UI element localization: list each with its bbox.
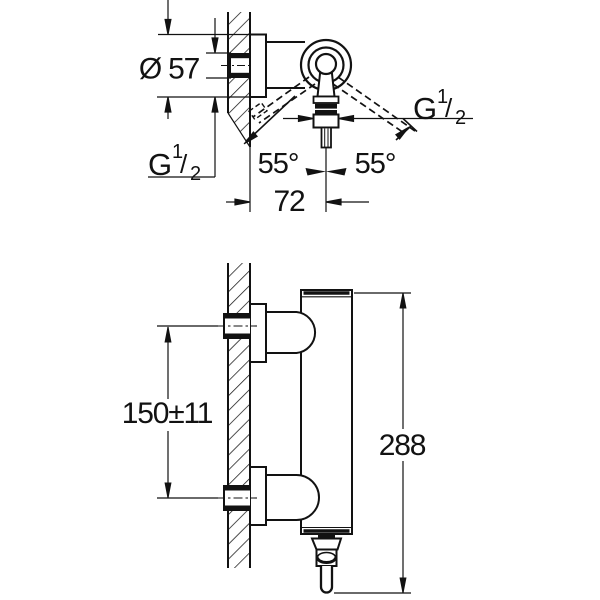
- svg-text:/: /: [445, 93, 453, 123]
- dimension-height: [334, 292, 429, 594]
- wall-section-front: [227, 263, 251, 568]
- seal-band: [315, 110, 337, 115]
- arrowhead: [325, 198, 342, 206]
- wall-section-plan: [227, 12, 251, 148]
- shower-outlet: [310, 534, 343, 594]
- arrowhead: [211, 37, 219, 54]
- angle-dimension-right: [395, 117, 418, 141]
- arrowhead: [164, 18, 172, 36]
- arrowhead: [211, 96, 219, 113]
- arrowhead: [164, 326, 172, 343]
- outlet-tube: [319, 566, 334, 594]
- arrowhead: [399, 577, 407, 594]
- arrowhead: [395, 124, 412, 140]
- angle-right-label: 55°: [355, 148, 396, 180]
- thread-label-wall: G 1 / 2: [148, 141, 201, 185]
- thread-label-outlet: G 1 / 2: [413, 86, 466, 129]
- arrowhead: [399, 292, 407, 309]
- offset-label: 72: [274, 185, 305, 218]
- outlet-plan: [312, 113, 340, 129]
- arrowhead: [305, 168, 326, 176]
- height-label: 288: [379, 429, 426, 462]
- angle-dimension-left: [241, 95, 296, 147]
- svg-text:/: /: [180, 149, 188, 179]
- arrowhead: [337, 114, 355, 123]
- seal-band: [315, 103, 337, 109]
- escutcheon-plan: [249, 33, 267, 98]
- dimension-spacing: [119, 326, 216, 499]
- lever-swing-rays: [248, 76, 416, 134]
- svg-text:G: G: [413, 91, 437, 126]
- outlet-nipple-plan: [320, 126, 332, 149]
- escutcheon-upper: [249, 303, 267, 363]
- arrowhead: [164, 96, 172, 113]
- dimension-thread-wall: [148, 18, 231, 178]
- dimension-offset: [226, 147, 369, 212]
- valve-body-plan: [266, 41, 305, 89]
- ray-end-tick: [402, 117, 418, 133]
- angle-arc-arrows: [305, 147, 347, 212]
- arrowhead: [164, 482, 172, 499]
- lever-knob-plan: [299, 38, 353, 149]
- union-housing-upper: [265, 311, 316, 354]
- dimension-thread-outlet: [283, 114, 473, 123]
- svg-text:2: 2: [455, 107, 466, 129]
- svg-text:G: G: [148, 147, 172, 182]
- diameter-label: Ø 57: [139, 53, 200, 86]
- union-housing-lower: [265, 474, 320, 521]
- svg-text:1: 1: [172, 141, 183, 163]
- arrowhead: [234, 198, 251, 206]
- arrowhead: [297, 114, 315, 123]
- collar: [312, 95, 340, 104]
- labels: Ø 57 G 1 / 2 G 1 / 2 55° 55° 72 150±11 2…: [122, 53, 466, 463]
- arrowhead: [326, 168, 347, 176]
- escutcheon-lower: [249, 466, 267, 526]
- connection-centerlines: [157, 325, 257, 499]
- lever-ball: [314, 52, 338, 76]
- union-nut-plan: [221, 53, 257, 78]
- spacing-label: 150±11: [122, 397, 213, 430]
- top-view: [148, 0, 473, 212]
- dimension-diameter: [157, 0, 250, 119]
- svg-text:2: 2: [190, 163, 201, 185]
- front-view: [119, 263, 429, 594]
- svg-text:1: 1: [437, 86, 448, 108]
- angle-left-label: 55°: [258, 148, 299, 180]
- lever-end-dashed: [248, 101, 268, 121]
